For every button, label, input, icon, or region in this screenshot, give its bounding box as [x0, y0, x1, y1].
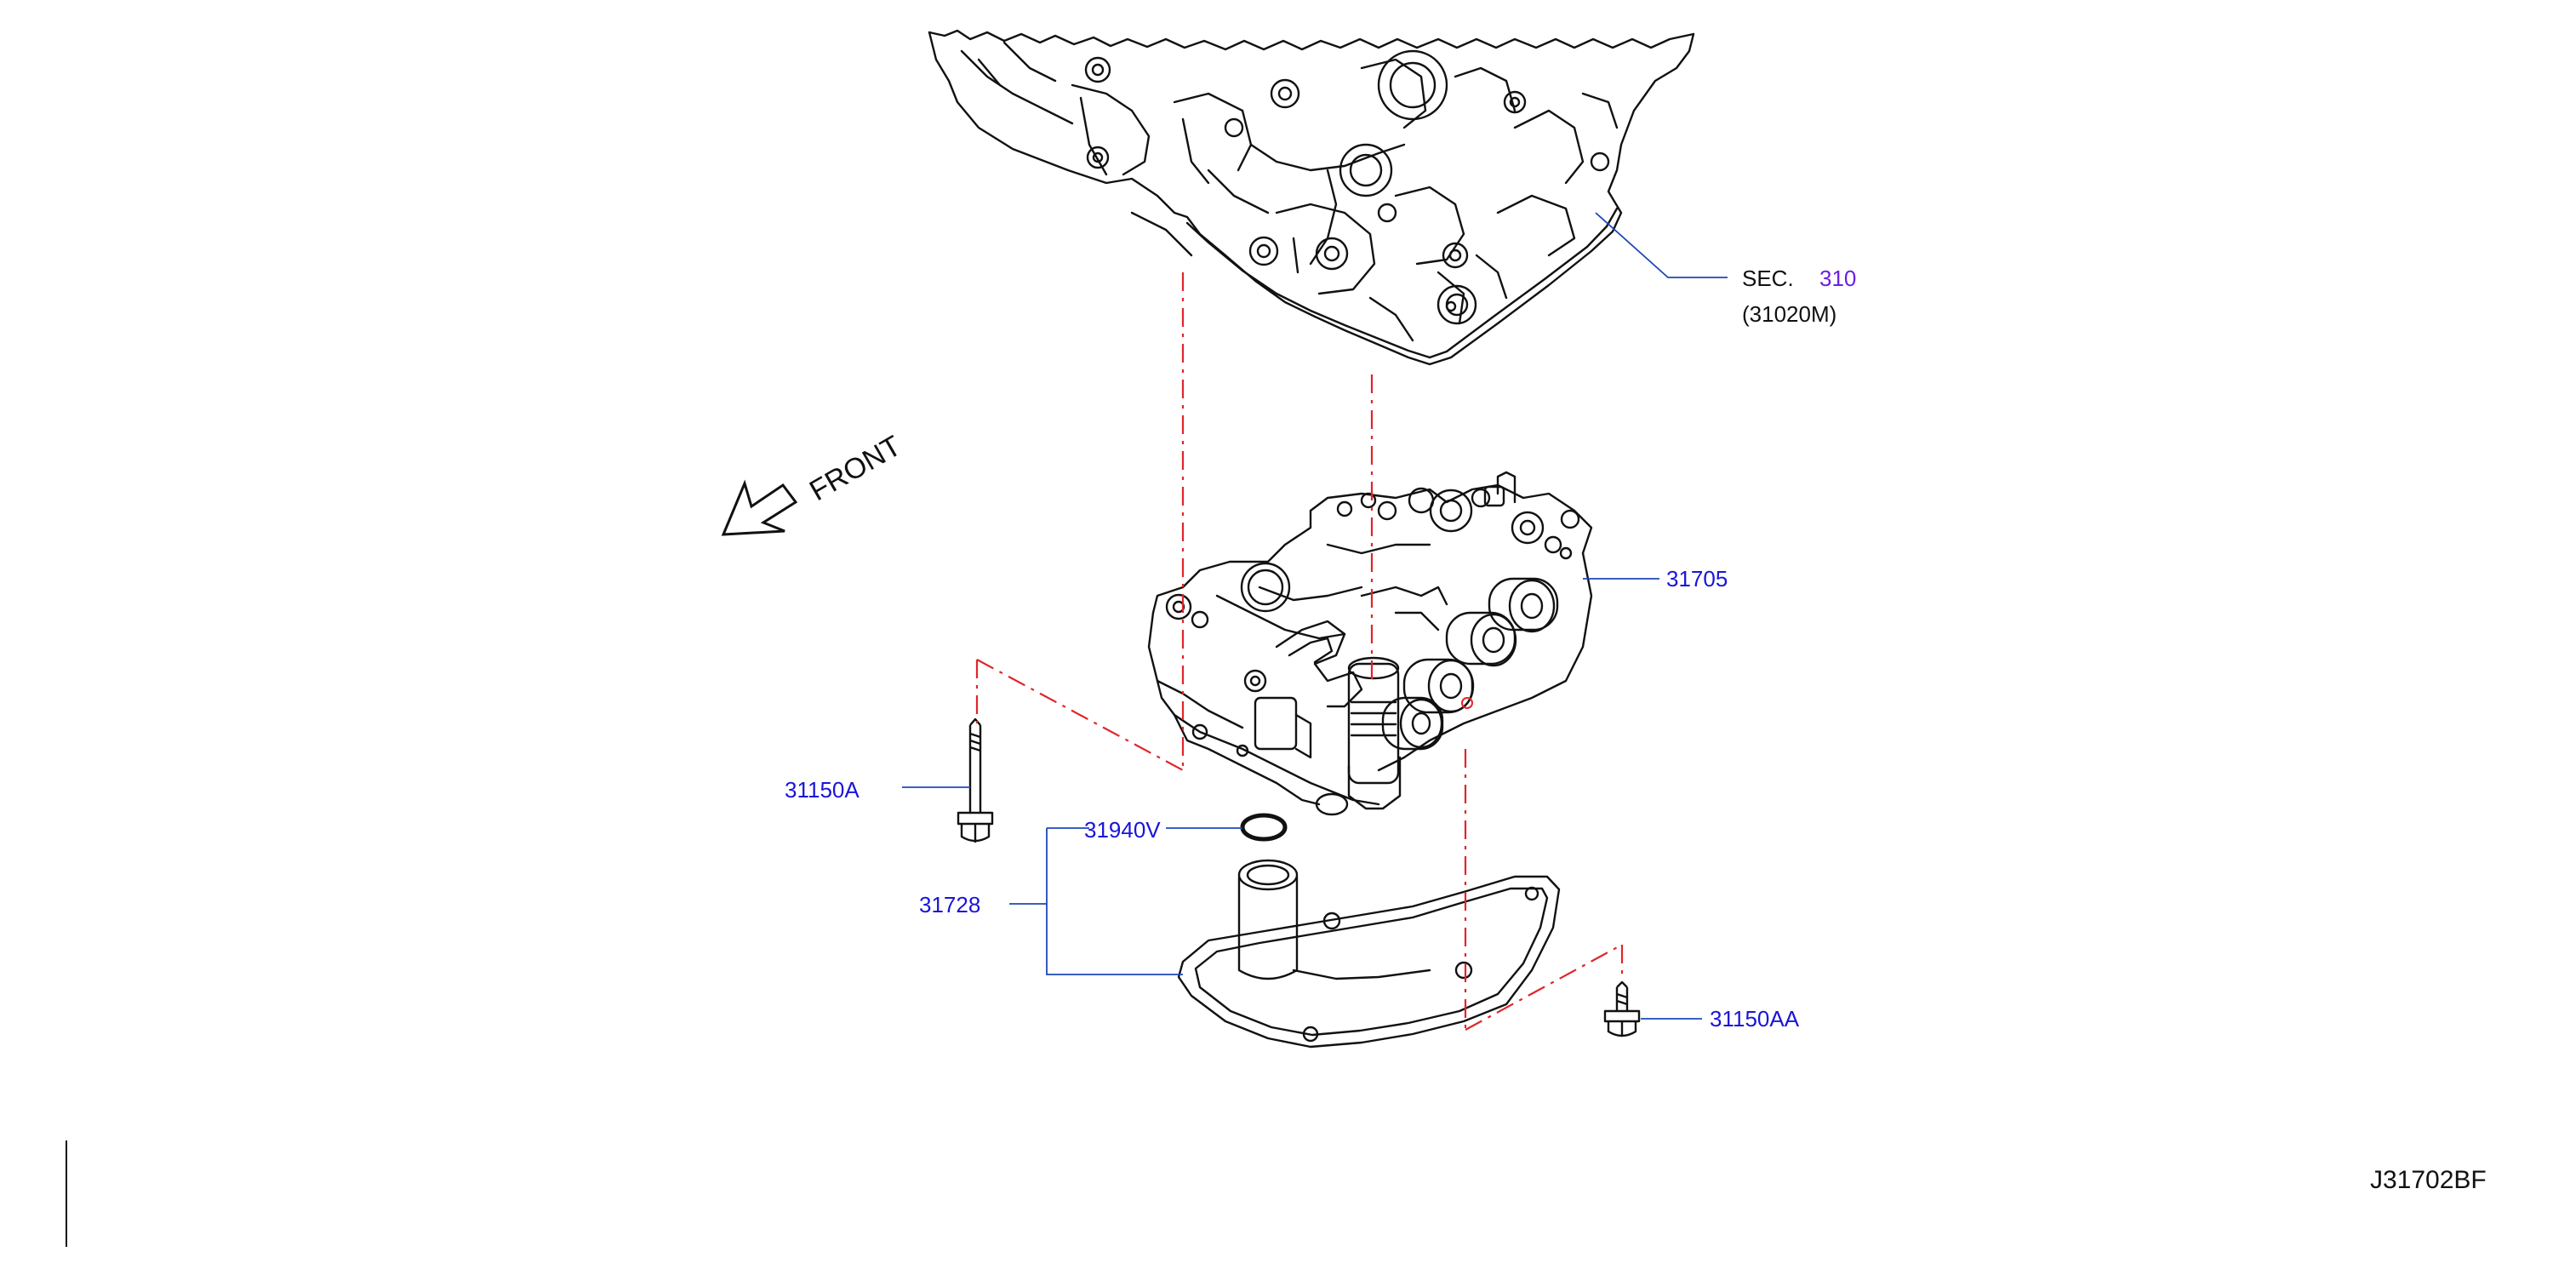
callout-31150a[interactable]: 31150A	[785, 777, 860, 803]
callout-31940v[interactable]: 31940V	[1084, 817, 1161, 843]
callout-31728[interactable]: 31728	[919, 892, 981, 917]
short-bolt-drawing	[1603, 980, 1641, 1037]
control-valve-drawing	[1147, 471, 1593, 816]
callout-31150aa[interactable]: 31150AA	[1710, 1006, 1800, 1032]
transmission-case-drawing	[928, 29, 1695, 366]
hole-highlight	[1461, 697, 1473, 709]
front-arrow-icon	[721, 479, 798, 536]
section-prefix: SEC.	[1742, 266, 1794, 291]
leader-lines	[902, 212, 1728, 1020]
callout-31705[interactable]: 31705	[1666, 566, 1728, 591]
strainer-drawing	[1177, 859, 1561, 1049]
long-bolt-drawing	[957, 717, 994, 843]
leader-sec-310	[1595, 212, 1728, 278]
section-part-number: (31020M)	[1742, 301, 1837, 327]
leader-31728	[1009, 827, 1183, 975]
o-ring-drawing	[1240, 813, 1288, 842]
centerlines	[975, 272, 1624, 1031]
section-310-link[interactable]: 310	[1819, 266, 1857, 291]
diagram-reference-code: J31702BF	[2370, 1166, 2487, 1194]
